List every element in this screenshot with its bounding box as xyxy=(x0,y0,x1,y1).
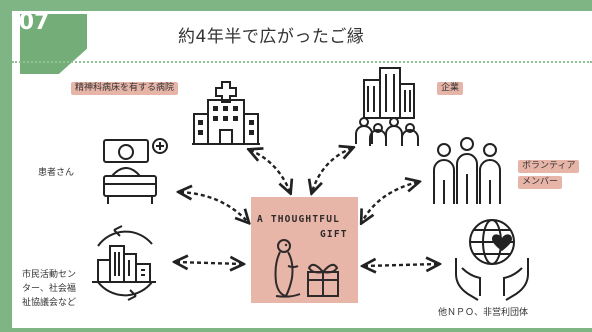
center-gift-box xyxy=(251,197,358,303)
label-civic-line1: 市民活動セン xyxy=(22,270,77,280)
arrow-company xyxy=(312,148,352,192)
title-dotted-divider xyxy=(12,61,592,63)
label-patients: 患者さん xyxy=(38,168,75,178)
label-civic-line2: ター、社会福 xyxy=(22,284,76,294)
arrow-patients xyxy=(180,192,248,222)
label-volunteers-line2: メンバー xyxy=(518,176,563,189)
hospital-icon xyxy=(192,81,260,145)
label-company: 企業 xyxy=(437,82,464,95)
label-npo: 他ＮＰＯ、非営利団体 xyxy=(438,308,529,318)
patient-bed-icon xyxy=(103,138,168,204)
arrow-npo xyxy=(364,264,438,266)
people-group-icon xyxy=(433,137,501,204)
arrow-civic xyxy=(176,262,242,264)
center-title-line1: A THOUGHTFUL xyxy=(257,214,341,225)
city-cycle-icon xyxy=(92,225,156,301)
label-volunteers-line1: ボランティア xyxy=(518,160,580,173)
arrow-hospital xyxy=(250,150,290,192)
center-title-line2: GIFT xyxy=(320,229,348,240)
office-building-people-icon xyxy=(355,67,419,146)
section-number: 07 xyxy=(18,10,50,35)
meerkat-gift-icon xyxy=(274,239,339,298)
label-psych-hospital: 精神科病床を有する病院 xyxy=(71,82,179,95)
hands-globe-heart-icon xyxy=(455,219,529,301)
label-civic-line3: 祉協議会など xyxy=(22,298,77,308)
arrow-volunteers xyxy=(362,182,418,222)
diagram-title: 約4年半で広がったご縁 xyxy=(178,27,365,47)
